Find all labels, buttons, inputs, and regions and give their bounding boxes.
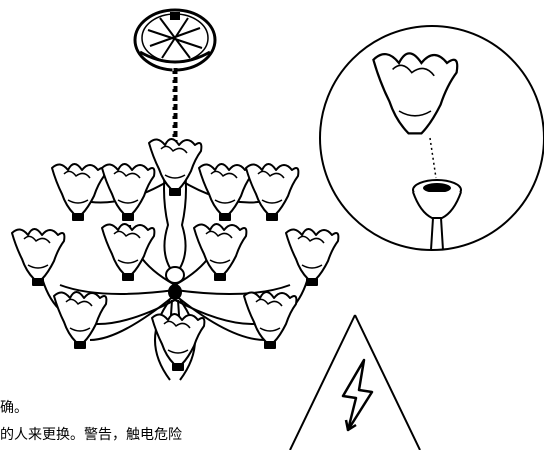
suspension-chain [172,68,178,150]
ceiling-canopy [133,8,217,72]
instruction-text-line1: 确。 [0,400,28,416]
instruction-text-line2: 的人来更换。警告，触电危险 [0,427,182,443]
shade-attachment-detail [319,25,544,251]
electric-shock-warning-icon [289,314,421,451]
